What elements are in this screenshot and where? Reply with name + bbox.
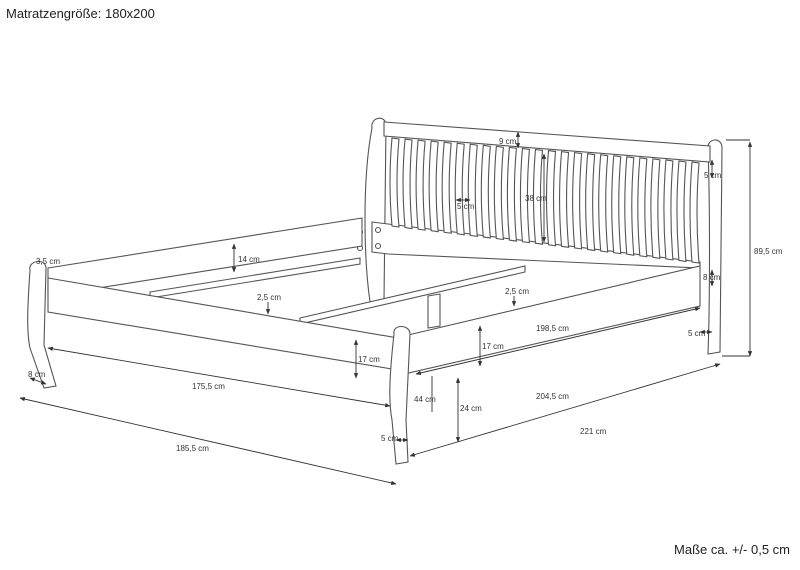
head-slat [454,142,465,236]
head-slat [637,157,648,258]
dim-total-height: 89,5 cm [754,247,783,256]
dim-inner-length: 198,5 cm [536,324,569,333]
dim-outer-length: 221 cm [580,427,607,436]
center-support [427,293,441,329]
tolerance-note: Maße ca. +/- 0,5 cm [674,542,790,557]
dim-outer-width: 185,5 cm [176,444,209,453]
dim-inner-width: 175,5 cm [192,382,225,391]
dim-leg-right: 5 cm [688,329,706,338]
head-slat [545,149,557,247]
dim-slat-gap-top: 9 cm [499,137,517,146]
dim-rail-height-inner: 14 cm [238,255,260,264]
mattress-size-title: Matratzengröße: 180x200 [6,6,155,21]
head-slat [467,143,478,238]
head-slat [480,144,491,239]
dim-outer-length-inner: 204,5 cm [536,392,569,401]
head-slat [611,155,622,255]
foot-post-right [389,325,411,465]
head-slat [428,140,439,233]
head-slat [506,146,517,242]
dim-foot-height: 44 cm [414,395,436,404]
head-slat [389,137,400,228]
head-slat [598,154,609,253]
head-slat [663,159,674,261]
dim-foot-leg: 5 cm [381,434,399,443]
head-slat [624,156,635,256]
dim-foot-top: 3,5 cm [36,257,60,266]
dim-foot-rail-height: 17 cm [482,342,504,351]
dim-center-beam-a: 2,5 cm [257,293,281,302]
head-post-left [364,117,387,303]
head-slat [532,148,544,245]
head-slat [689,161,700,264]
dim-center-beam-b: 2,5 cm [505,287,529,296]
rail-right [403,265,701,375]
head-slat [441,141,452,234]
head-slat [519,147,531,244]
head-slat [585,153,596,252]
dimension-lines [19,131,753,486]
head-post-right [707,139,723,355]
head-slat [650,158,661,259]
head-slat [493,145,504,241]
dim-clearance: 24 cm [460,404,482,413]
dim-headboard-panel-height: 38 cm [525,194,547,203]
dim-slat-width: 5 cm [457,202,475,211]
dim-side-rail-height-right: 8 cm [703,273,721,282]
head-slats [389,137,700,264]
head-slat [415,139,426,231]
dim-side-rail-height: 17 cm [358,355,380,364]
headboard [356,117,723,355]
head-slat [559,150,570,248]
dim-post-right: 5 cm [704,171,722,180]
head-slat [676,160,687,263]
head-slat [572,151,583,250]
head-slat [402,138,413,230]
dim-leg-width: 8 cm [28,370,46,379]
foot-rail [47,277,399,371]
